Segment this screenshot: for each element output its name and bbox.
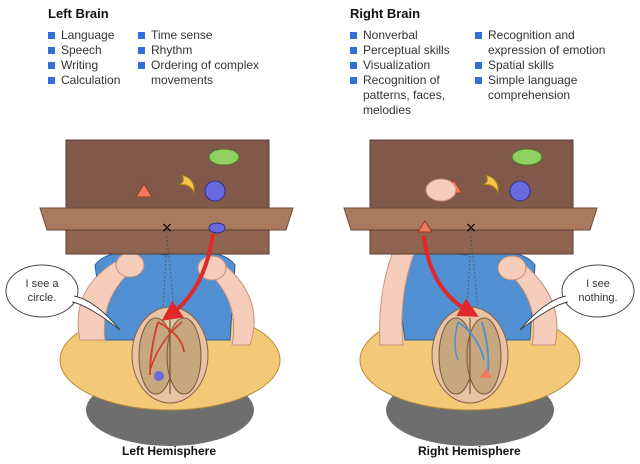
- right-speech-bubble: [561, 264, 635, 318]
- list-item: Rhythm: [138, 43, 259, 58]
- bullet-square-icon: [350, 77, 357, 84]
- list-item: Ordering of complex movements: [138, 58, 259, 88]
- left-desk-top: [65, 139, 270, 211]
- bullet-square-icon: [350, 32, 357, 39]
- list-item: Perceptual skills: [350, 43, 450, 58]
- list-item: Recognition and expression of emotion: [475, 28, 605, 58]
- right-desk-shelf: [343, 207, 598, 231]
- left-fixation-marker: ×: [161, 220, 173, 236]
- left-green-ellipse: [208, 148, 240, 166]
- bullet-square-icon: [138, 62, 145, 69]
- left-bubble-text: I see a circle.: [25, 278, 59, 304]
- right-bubble-text: I see nothing.: [578, 278, 618, 304]
- list-item: Speech: [48, 43, 120, 58]
- list-item: Language: [48, 28, 120, 43]
- right-yellow-moon: [481, 174, 499, 195]
- left-desk-shelf: [39, 207, 294, 231]
- right-brain-r: [466, 317, 502, 395]
- bullet-square-icon: [138, 47, 145, 54]
- left-brain-circle: [154, 371, 164, 381]
- list-item-label: Recognition of patterns, faces, melodies: [363, 73, 446, 117]
- left-visual-arrow: [161, 233, 215, 321]
- list-item-label: Simple language comprehension: [488, 73, 578, 102]
- right-hand-r: [497, 255, 527, 281]
- left-desk-front: [65, 229, 270, 255]
- right-visual-arrow: [422, 235, 479, 317]
- right-desk-front: [369, 229, 574, 255]
- list-item-label: Calculation: [61, 73, 121, 87]
- list-item: Spatial skills: [475, 58, 605, 73]
- list-item-label: Spatial skills: [488, 58, 555, 72]
- list-item-label: Ordering of complex movements: [151, 58, 260, 87]
- list-item-label: Nonverbal: [363, 28, 418, 42]
- bullet-square-icon: [475, 77, 482, 84]
- list-item-label: Writing: [61, 58, 99, 72]
- right-fixation-marker: ×: [465, 220, 477, 236]
- bullet-square-icon: [48, 47, 55, 54]
- bullet-square-icon: [48, 32, 55, 39]
- list-item-label: Perceptual skills: [363, 43, 450, 57]
- right-brain-triangle: [480, 368, 492, 378]
- left-hemisphere-caption: Left Hemisphere: [122, 444, 217, 458]
- list-item: Writing: [48, 58, 120, 73]
- left-scene: ×: [5, 139, 294, 446]
- list-item-label: Recognition and expression of emotion: [488, 28, 606, 57]
- right-brain-title: Right Brain: [350, 6, 421, 21]
- list-item-label: Visualization: [363, 58, 431, 72]
- right-blue-circle: [509, 180, 531, 202]
- list-item: Simple language comprehension: [475, 73, 605, 103]
- left-orange-triangle: [135, 183, 153, 198]
- list-item-label: Speech: [61, 43, 102, 57]
- left-shelf-circle: [208, 222, 226, 234]
- bullet-square-icon: [475, 62, 482, 69]
- left-hand-l: [115, 252, 145, 278]
- right-hand-l: [425, 178, 457, 202]
- left-speech-bubble: [5, 264, 79, 318]
- left-brain-r: [166, 317, 202, 395]
- right-green-ellipse: [511, 148, 543, 166]
- list-item: Recognition of patterns, faces, melodies: [350, 73, 450, 118]
- bullet-square-icon: [138, 32, 145, 39]
- list-item-label: Language: [61, 28, 115, 42]
- right-scene: ×: [343, 139, 635, 446]
- bullet-square-icon: [350, 47, 357, 54]
- list-item: Time sense: [138, 28, 259, 43]
- list-item: Visualization: [350, 58, 450, 73]
- bullet-square-icon: [48, 77, 55, 84]
- list-item: Nonverbal: [350, 28, 450, 43]
- bullet-square-icon: [48, 62, 55, 69]
- list-item: Calculation: [48, 73, 120, 88]
- bullet-square-icon: [350, 62, 357, 69]
- list-item-label: Time sense: [151, 28, 213, 42]
- left-yellow-moon: [177, 174, 195, 195]
- right-shelf-triangle: [417, 220, 433, 233]
- left-brain-title: Left Brain: [48, 6, 109, 21]
- list-item-label: Rhythm: [151, 43, 193, 57]
- left-blue-circle: [204, 180, 226, 202]
- right-hemisphere-caption: Right Hemisphere: [418, 444, 521, 458]
- bullet-square-icon: [475, 32, 482, 39]
- right-desk-top: [369, 139, 574, 211]
